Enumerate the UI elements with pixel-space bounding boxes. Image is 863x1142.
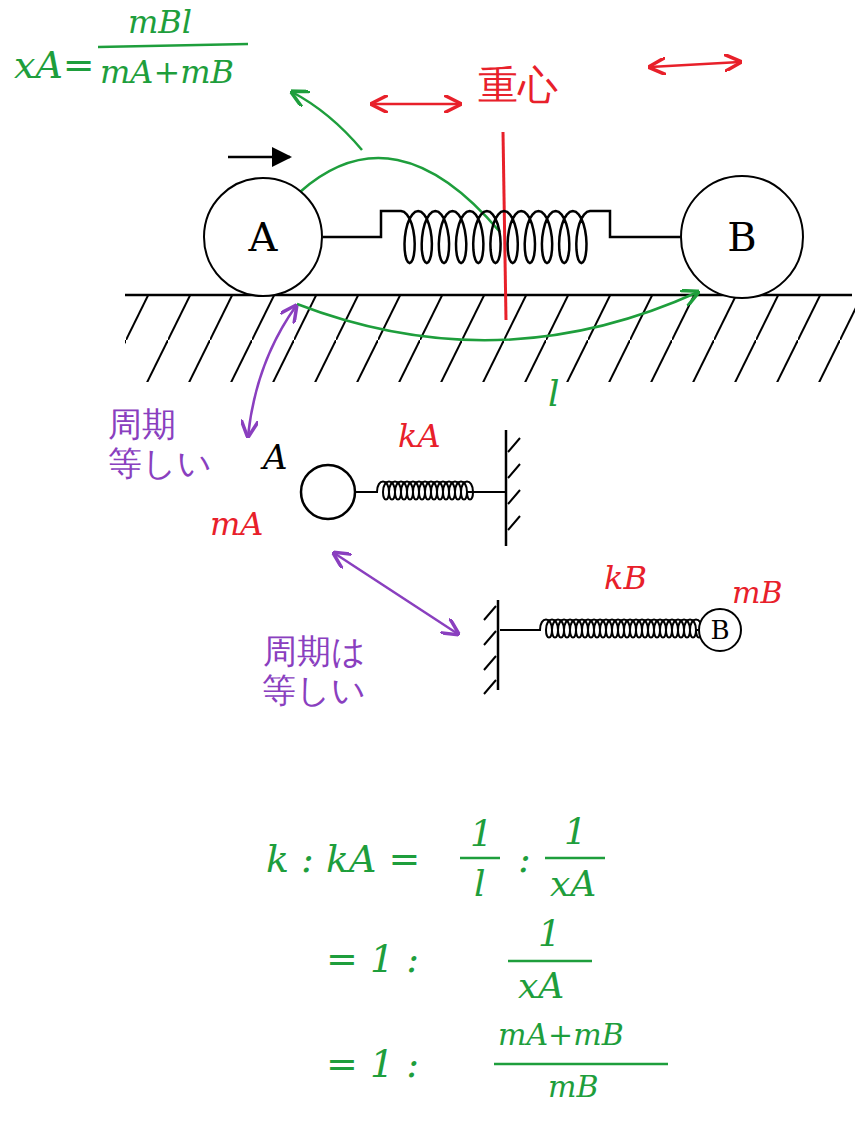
double-arrow xyxy=(650,62,740,67)
equation: 1 xyxy=(470,816,493,852)
equation: k : kA = xyxy=(266,840,420,878)
spring-connector xyxy=(323,211,680,263)
formula: xA= xyxy=(14,46,95,84)
mass-label: mB xyxy=(732,578,783,608)
wall-hatch xyxy=(484,606,496,694)
fraction-bar xyxy=(460,857,500,860)
equation: = 1 : xyxy=(326,1045,419,1083)
equation: mB xyxy=(548,1072,599,1102)
spring xyxy=(355,482,506,500)
annotation: 周期 等しい xyxy=(108,405,212,483)
equation: mA+mB xyxy=(498,1020,624,1050)
center-line xyxy=(503,132,506,320)
mass-name: A xyxy=(263,440,288,474)
leader-arrow xyxy=(292,92,362,150)
fraction-bar xyxy=(545,857,605,860)
mass-label: A xyxy=(249,217,278,257)
mass-label: mA xyxy=(210,508,263,540)
equation: = 1 : xyxy=(326,940,419,978)
equation: 1 xyxy=(564,814,587,850)
fraction-bar xyxy=(494,1063,668,1066)
length-curve xyxy=(297,292,698,340)
equation: l xyxy=(474,866,486,902)
formula: mBl xyxy=(128,6,192,38)
spring-constant: kB xyxy=(604,562,647,594)
mass-circle xyxy=(301,465,355,519)
mass-circle: A xyxy=(203,177,323,297)
annotation: 周期は 等しい xyxy=(262,632,366,710)
double-arrow xyxy=(372,103,460,106)
mass-label: B xyxy=(727,217,756,257)
length-label: l xyxy=(548,376,560,412)
mass-label: B xyxy=(710,617,729,643)
equation: xA xyxy=(550,866,596,902)
velocity-arrow xyxy=(228,156,290,159)
fraction-bar xyxy=(98,44,248,47)
mass-circle: B xyxy=(680,175,804,299)
formula: mA+mB xyxy=(100,56,234,88)
fraction-bar xyxy=(508,960,592,963)
spring-constant: kA xyxy=(398,420,441,452)
mass-circle: B xyxy=(698,608,742,652)
equation: xA xyxy=(518,968,564,1004)
distance-curve xyxy=(300,158,500,232)
wall xyxy=(505,430,508,546)
equation: : xyxy=(518,840,531,878)
annotation: 重心 xyxy=(478,62,558,108)
equation: 1 xyxy=(538,916,561,952)
compare-arrow xyxy=(334,553,458,634)
wall-hatch xyxy=(508,438,520,530)
wall xyxy=(497,600,500,690)
compare-arrow xyxy=(248,306,296,436)
